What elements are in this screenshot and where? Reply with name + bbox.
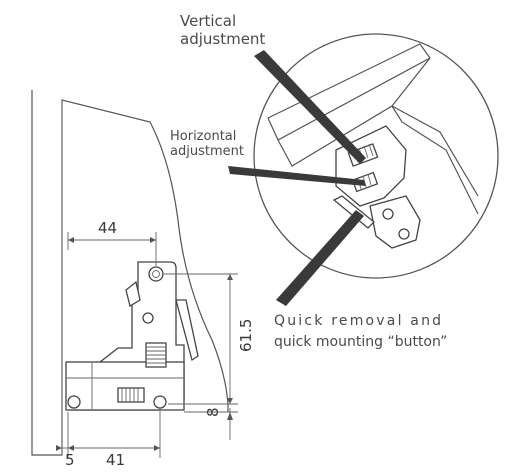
release-lever xyxy=(175,299,199,362)
hinge-side-view xyxy=(65,261,199,411)
label-horizontal-1: Horizontal xyxy=(170,129,236,144)
top-pivot-inner xyxy=(152,270,160,278)
arm-lug xyxy=(125,280,141,308)
adjustment-screw-stripes-upper xyxy=(145,342,167,368)
label-vertical-2: adjustment xyxy=(180,30,265,48)
pointer-vertical xyxy=(254,50,366,164)
adjustment-screw-stripes-lower xyxy=(117,387,145,403)
dim-44: 44 xyxy=(98,219,117,237)
dim-41: 41 xyxy=(106,451,125,469)
label-quick-1: Quick removal and xyxy=(274,313,443,329)
detail-screw-a xyxy=(382,208,394,220)
top-pivot-screw xyxy=(148,266,164,282)
pointer-quick xyxy=(276,210,364,306)
detail-screw-b xyxy=(398,228,410,240)
label-vertical-1: Vertical xyxy=(180,12,236,30)
dimension-lines xyxy=(56,232,238,458)
plate-screw-right xyxy=(153,395,167,409)
dim-8: 8 xyxy=(204,407,222,417)
label-horizontal-2: adjustment xyxy=(170,144,244,159)
pointer-horizontal xyxy=(228,166,366,186)
arm-hole xyxy=(142,312,154,324)
detail-side-panel xyxy=(391,105,479,215)
label-quick-2: quick mounting “button” xyxy=(274,334,447,350)
door-outline xyxy=(31,90,229,456)
dim-61-5: 61.5 xyxy=(237,319,255,352)
cabinet-side-view xyxy=(31,90,229,456)
detail-circle xyxy=(253,33,499,279)
dim-5: 5 xyxy=(65,451,75,469)
plate-screw-left xyxy=(67,395,81,409)
